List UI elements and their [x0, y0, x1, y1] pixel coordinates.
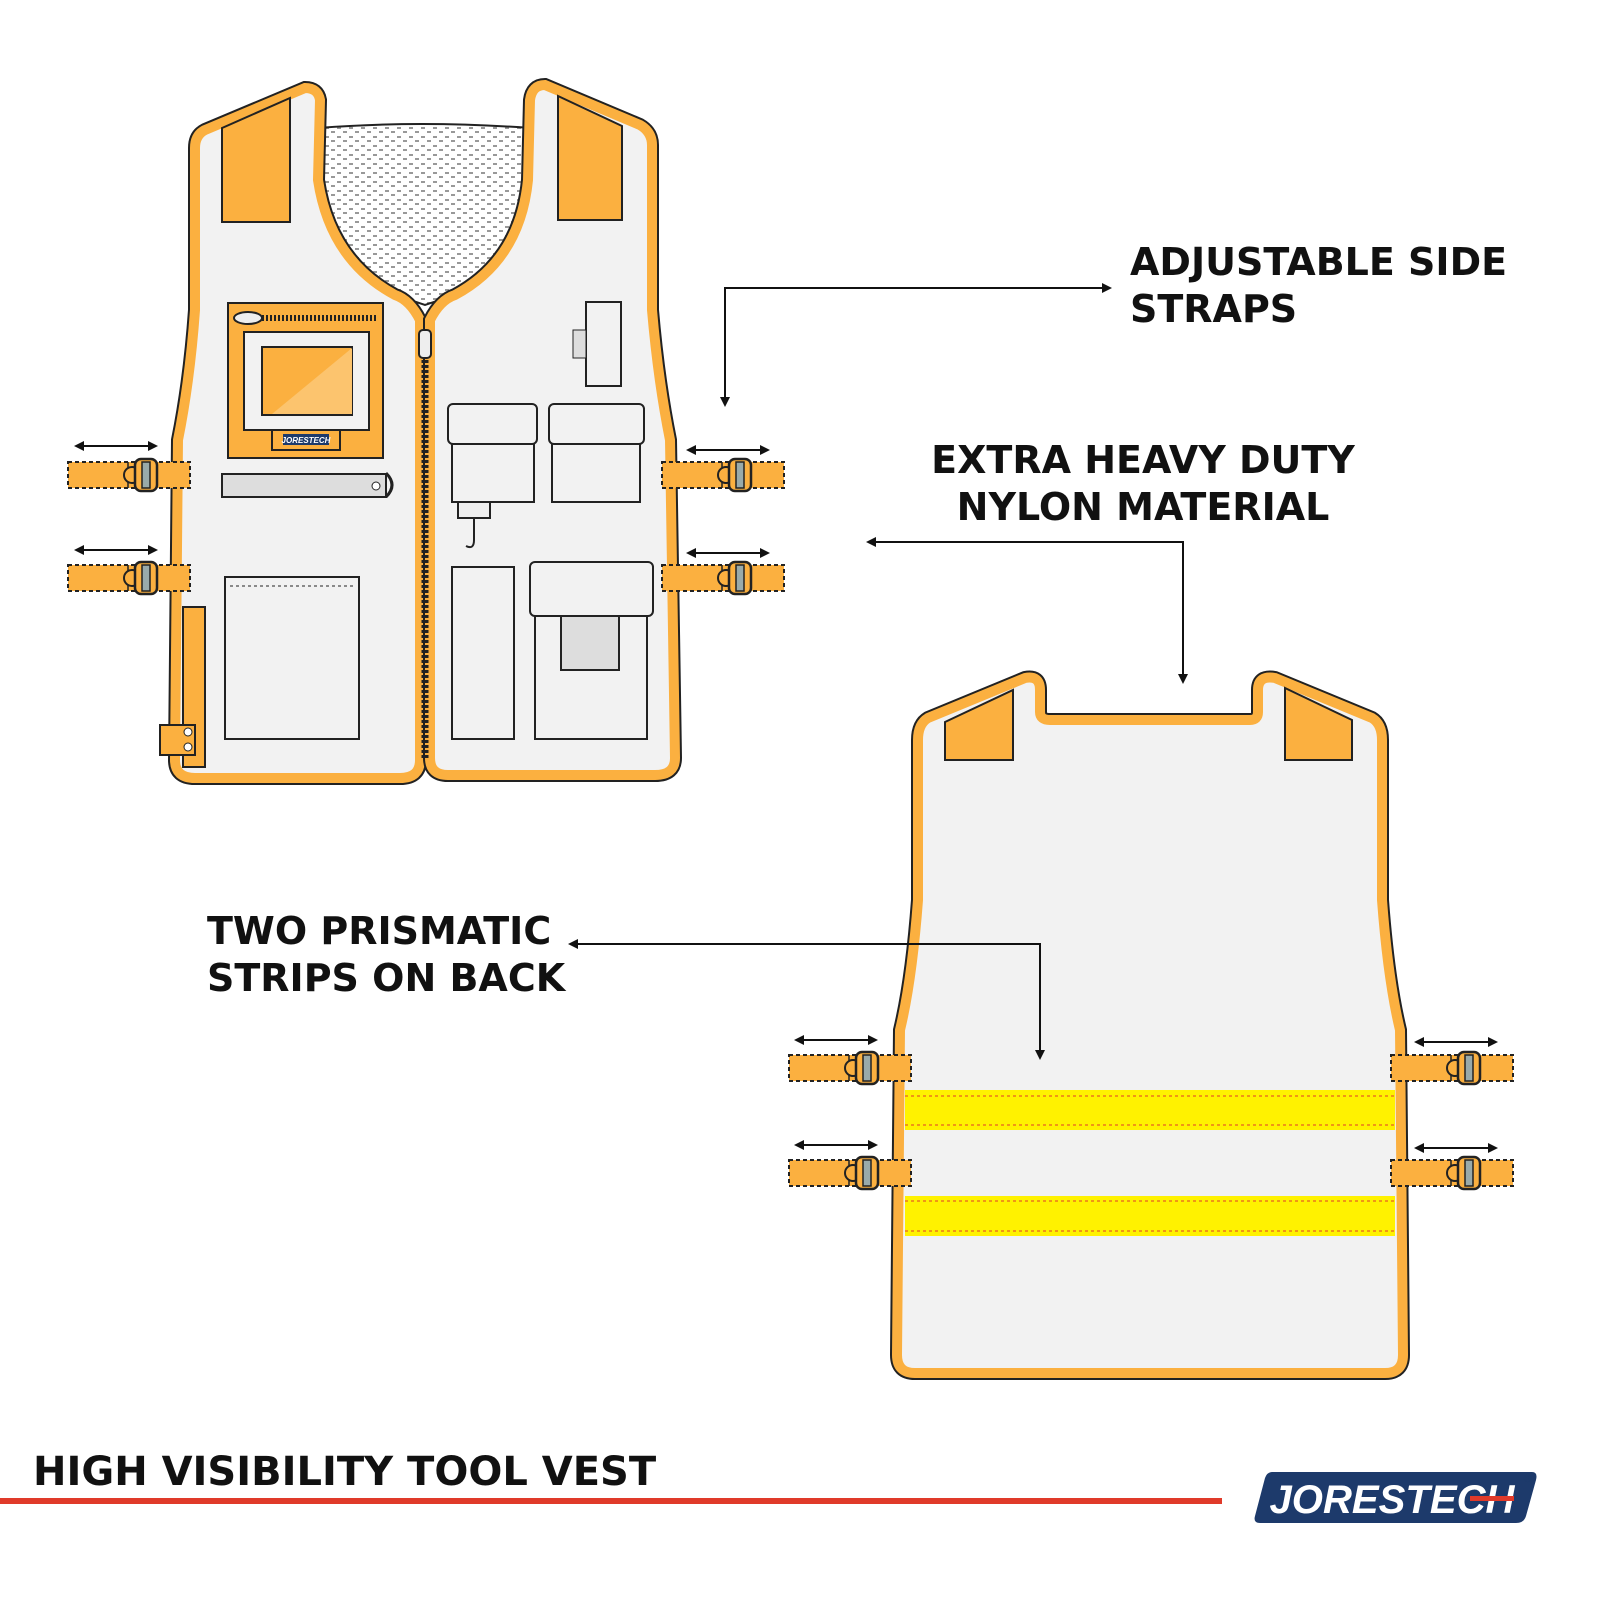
shoulder-pad-right [557, 94, 623, 221]
pocket-tall [451, 566, 515, 740]
accent-line [0, 1498, 1222, 1504]
callout-prismatic-line1: TWO PRISMATIC [207, 909, 551, 953]
callout-side-straps-line2: STRAPS [1130, 287, 1297, 331]
callout-nylon-line2: NYLON MATERIAL [957, 485, 1330, 529]
strap-back-left-1 [787, 1050, 913, 1086]
strap-back-left-2 [787, 1155, 913, 1191]
callout-arrow-prismatic [568, 939, 1045, 1060]
back-vest [787, 670, 1515, 1380]
shoulder-pad-left [221, 96, 291, 223]
registered-mark: ® [1522, 1472, 1533, 1485]
callout-nylon-line1: EXTRA HEAVY DUTY [931, 438, 1355, 482]
back-panel [891, 672, 1409, 1378]
front-vest: JORESTECH [66, 77, 786, 785]
strap-back-right-1 [1389, 1050, 1515, 1086]
prismatic-strip-2 [905, 1196, 1395, 1236]
callout-side-straps-line1: ADJUSTABLE SIDE [1130, 240, 1507, 284]
strap-front-right-1 [660, 457, 786, 493]
pocket-badge-logo: JORESTECH [282, 436, 331, 445]
prismatic-strip-1 [905, 1090, 1395, 1130]
callout-prismatic-line2: STRIPS ON BACK [207, 956, 567, 1000]
back-shoulder-pad-right [1284, 686, 1353, 761]
d-ring [384, 471, 394, 499]
callout-arrow-nylon [866, 537, 1188, 684]
strap-back-right-2 [1389, 1155, 1515, 1191]
strap-front-left-2 [66, 560, 192, 596]
strap-front-left-1 [66, 457, 192, 493]
brand-logo: JORESTECH ® [1254, 1472, 1537, 1523]
callout-arrow-side-straps [720, 283, 1112, 407]
back-shoulder-pad-left [944, 688, 1014, 761]
lower-left-pocket [224, 576, 360, 740]
pen-pocket [585, 301, 622, 387]
page-title: HIGH VISIBILITY TOOL VEST [33, 1449, 657, 1495]
badge-pocket: JORESTECH [227, 302, 384, 459]
strap-front-right-2 [660, 560, 786, 596]
ruler-pocket [221, 473, 387, 498]
